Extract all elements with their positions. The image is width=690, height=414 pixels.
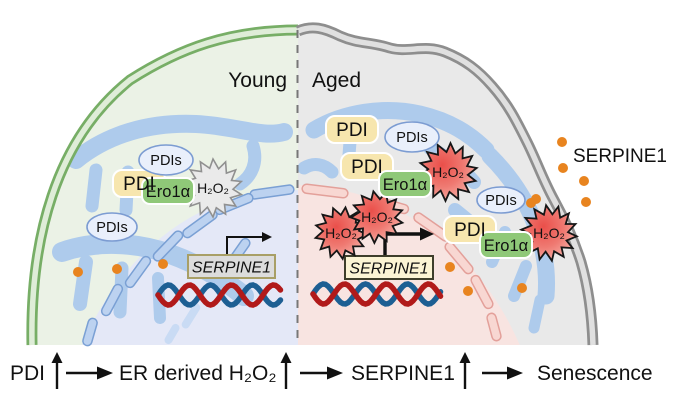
secreted-dot: [517, 283, 527, 293]
pathway-step-serpine1: SERPINE1: [351, 362, 455, 385]
secreted-dot: [531, 194, 541, 204]
young-pdis-ellipse-2: [86, 212, 138, 242]
secreted-dot: [112, 264, 122, 274]
secreted-dot: [445, 262, 455, 272]
young-h2o2-label: H₂O₂: [197, 180, 229, 196]
aged-transcription-arrowhead: [420, 227, 434, 241]
young-transcription-arrowhead: [262, 232, 272, 242]
young-gene-module: SERPINE1: [155, 232, 284, 308]
secreted-serpine1-label: SERPINE1: [573, 146, 667, 167]
aged-pdi-label-2: PDI: [351, 157, 383, 178]
aged-gene-module: SERPINE1: [310, 227, 444, 307]
aged-nuclear-envelope: [301, 183, 502, 342]
secreted-dot: [463, 286, 473, 296]
young-transcription-arrow: [226, 236, 262, 254]
pdis-ellipses: [86, 121, 526, 242]
aged-pdi-box-1: [325, 115, 379, 144]
aged-membrane: [295, 22, 599, 346]
secreted-dot: [558, 163, 568, 173]
secreted-dot: [557, 137, 567, 147]
aged-nucleus: [298, 185, 545, 346]
young-panel-title: Young: [228, 69, 287, 92]
aged-ero1a-box-2: [479, 231, 533, 259]
aged-ero1a-box-1: [378, 170, 432, 198]
aged-ero1a-label-2: Ero1α: [484, 237, 529, 255]
aged-pdi-label-3: PDI: [454, 220, 486, 241]
young-pdis-ellipse-1: [138, 144, 194, 176]
aged-pdi-box-2: [340, 152, 394, 181]
aged-ero1a-label-1: Ero1α: [383, 176, 428, 194]
aged-h2o2-label-lower: H₂O₂: [533, 225, 565, 241]
aged-pdis-label-1: PDIs: [396, 130, 427, 146]
young-er-rods: [164, 303, 201, 345]
aged-h2o2-burst-lower: [518, 203, 580, 263]
young-ero1a-label: Ero1α: [146, 183, 191, 201]
serpine1-dots: [73, 137, 591, 296]
aged-h2o2-label-nucleus-right: H₂O₂: [361, 209, 393, 225]
aged-h2o2-label-nucleus-left: H₂O₂: [325, 225, 357, 241]
pathway-right-arrowhead-3: [507, 366, 523, 380]
aged-h2o2-burst-upper: [417, 140, 479, 204]
aged-gene-box: [344, 255, 434, 280]
young-ero1a-box: [141, 177, 195, 205]
pathway-right-arrowhead-1: [97, 366, 113, 380]
young-membrane: [26, 24, 299, 346]
young-gene-box: [187, 254, 276, 279]
pathway-up-arrowhead-2: [280, 352, 292, 363]
aged-gene-label: SERPINE1: [349, 261, 428, 278]
aged-pdis-label-2: PDIs: [485, 193, 516, 209]
young-pdis-label-2: PDIs: [96, 220, 127, 236]
aged-h2o2-label-upper: H₂O₂: [432, 164, 464, 180]
secreted-dot: [73, 267, 83, 277]
pathway-right-arrowhead-2: [327, 366, 343, 380]
h2o2-labels: H₂O₂ H₂O₂ H₂O₂ H₂O₂ H₂O₂: [197, 164, 565, 241]
pdi-labels: PDI PDI PDI PDI: [123, 120, 486, 241]
pdis-labels: PDIs PDIs PDIs PDIs: [96, 130, 516, 236]
young-h2o2-burst: [182, 157, 244, 219]
young-pdis-label-1: PDIs: [150, 153, 181, 169]
pathway-step-h2o2: ER derived H₂O₂: [119, 362, 277, 385]
aged-pdi-label-1: PDI: [336, 120, 368, 141]
aged-panel-title: Aged: [312, 69, 361, 92]
aged-dna-strand-red: [310, 281, 444, 307]
pathway-summary: PDI ER derived H₂O₂ SERPINE1 Senescence: [10, 352, 653, 389]
pathway-up-arrowhead-1: [51, 352, 63, 363]
aged-pdis-ellipse-1: [384, 121, 440, 153]
aged-pdis-ellipse-2: [476, 186, 526, 214]
secreted-dot: [158, 259, 168, 269]
secreted-dot: [581, 197, 591, 207]
pathway-up-arrowhead-3: [459, 352, 471, 363]
pathway-step-pdi: PDI: [10, 362, 45, 385]
young-pdi-label: PDI: [123, 174, 155, 195]
secreted-dot: [579, 176, 589, 186]
young-gene-label: SERPINE1: [192, 260, 271, 277]
ero1a-labels: Ero1α Ero1α Ero1α: [146, 176, 529, 255]
aged-h2o2-burst-nucleus-right: [348, 189, 405, 245]
young-dna-strand-red: [155, 282, 284, 308]
ero1a-boxes: [141, 170, 533, 259]
young-er: [52, 114, 293, 324]
pathway-step-senescence: Senescence: [537, 362, 653, 385]
